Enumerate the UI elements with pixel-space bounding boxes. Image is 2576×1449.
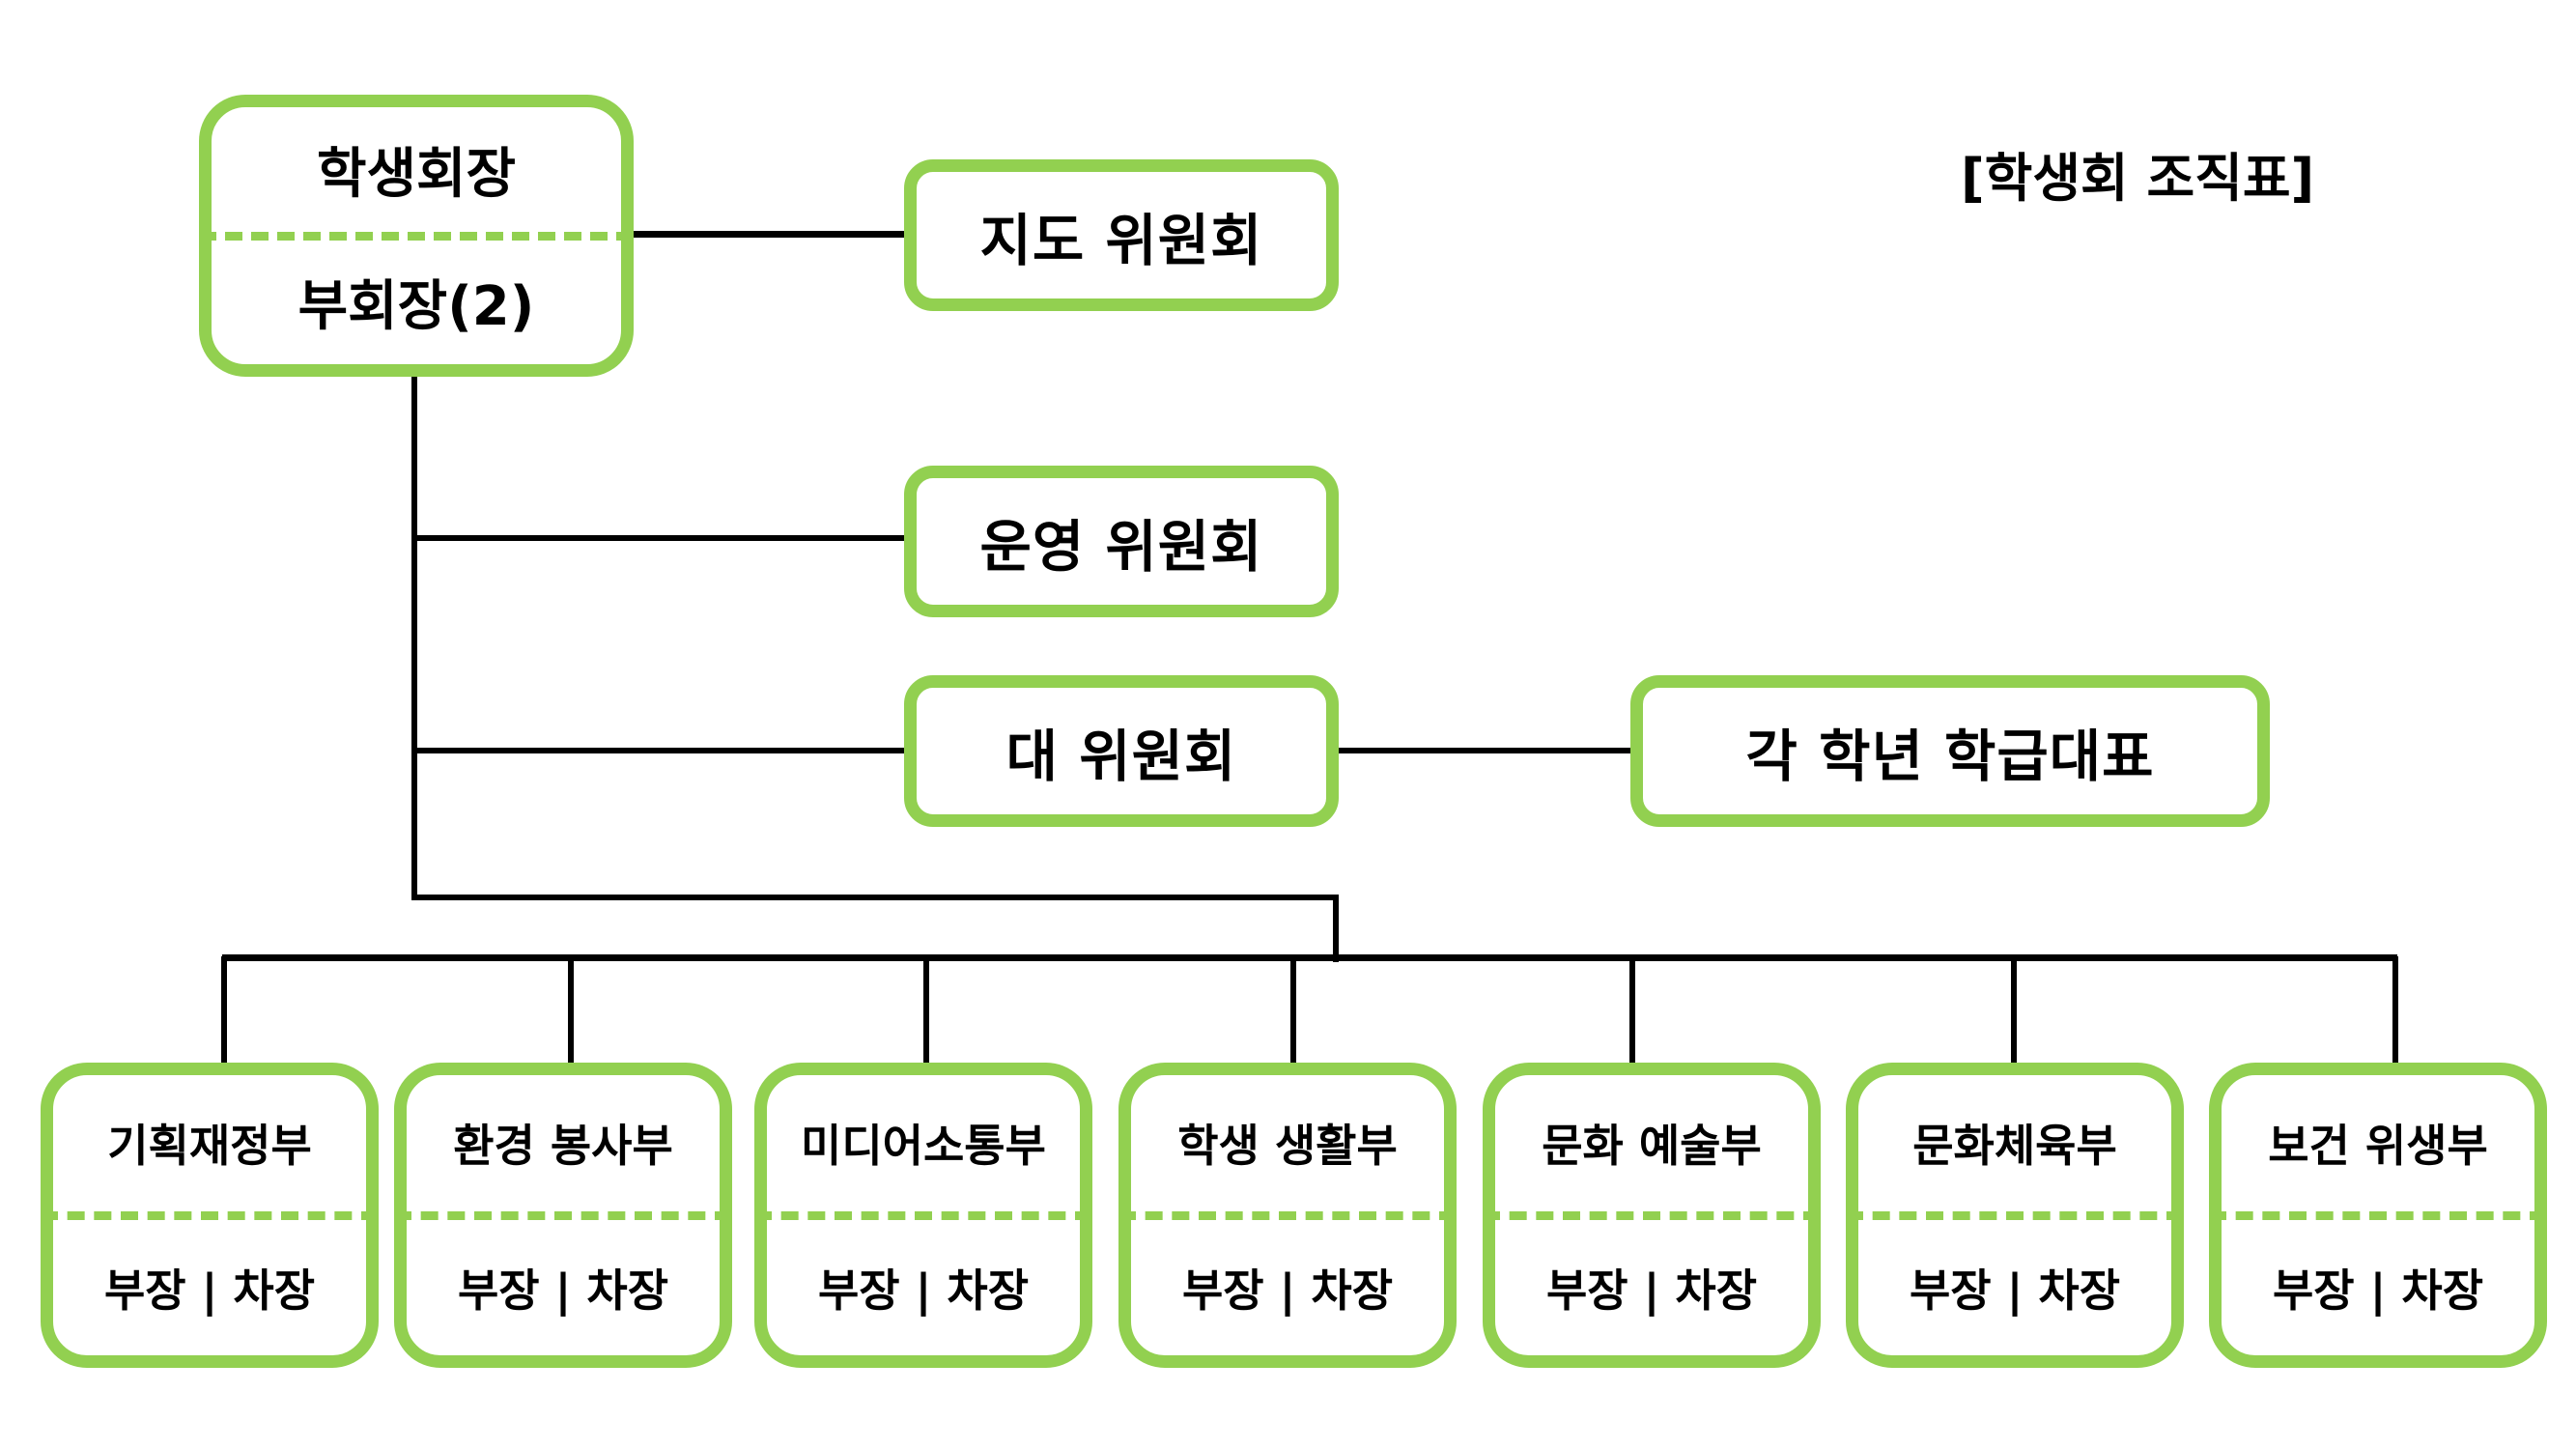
connector-grand-classreps bbox=[1336, 748, 1635, 753]
divider bbox=[199, 231, 634, 241]
connector-president-guidance bbox=[631, 231, 911, 238]
vice-president-label: 부회장(2) bbox=[297, 275, 535, 339]
department-box: 보건 위생부 부장 | 차장 bbox=[2209, 1063, 2547, 1368]
department-roles: 부장 | 차장 bbox=[1545, 1264, 1758, 1317]
connector-dept-5 bbox=[1629, 956, 1635, 1065]
committee-label: 운영 위원회 bbox=[979, 513, 1263, 580]
department-box: 문화체육부 부장 | 차장 bbox=[1846, 1063, 2184, 1368]
connector-dept-4 bbox=[1290, 956, 1296, 1065]
divider bbox=[1846, 1210, 2184, 1220]
connector-trunk bbox=[411, 375, 417, 900]
department-name: 미디어소통부 bbox=[801, 1120, 1046, 1173]
department-name: 학생 생활부 bbox=[1177, 1120, 1398, 1173]
president-label: 학생회장 bbox=[316, 142, 517, 206]
department-roles: 부장 | 차장 bbox=[103, 1264, 316, 1317]
committee-label: 대 위원회 bbox=[1005, 723, 1237, 789]
connector-trunk-bottom bbox=[411, 895, 1339, 900]
committee-label: 지도 위원회 bbox=[979, 207, 1263, 273]
department-box: 미디어소통부 부장 | 차장 bbox=[754, 1063, 1092, 1368]
divider bbox=[394, 1210, 732, 1220]
connector-dept-1 bbox=[221, 956, 227, 1065]
department-box: 환경 봉사부 부장 | 차장 bbox=[394, 1063, 732, 1368]
connector-dept-3 bbox=[923, 956, 929, 1065]
department-name: 환경 봉사부 bbox=[453, 1120, 673, 1173]
department-name: 기획재정부 bbox=[107, 1120, 312, 1173]
department-roles: 부장 | 차장 bbox=[1909, 1264, 2121, 1317]
class-reps-box: 각 학년 학급대표 bbox=[1630, 675, 2270, 827]
chart-title: [학생회 조직표] bbox=[1961, 148, 2315, 209]
connector-dept-6 bbox=[2011, 956, 2017, 1065]
department-name: 문화체육부 bbox=[1912, 1120, 2117, 1173]
divider bbox=[41, 1210, 379, 1220]
operations-committee-box: 운영 위원회 bbox=[904, 466, 1339, 617]
grand-committee-box: 대 위원회 bbox=[904, 675, 1339, 827]
connector-grand bbox=[411, 748, 910, 753]
department-name: 보건 위생부 bbox=[2268, 1120, 2488, 1173]
divider bbox=[2209, 1210, 2547, 1220]
department-roles: 부장 | 차장 bbox=[1181, 1264, 1394, 1317]
connector-dept-2 bbox=[568, 956, 574, 1065]
department-name: 문화 예술부 bbox=[1542, 1120, 1762, 1173]
divider bbox=[754, 1210, 1092, 1220]
connector-operations bbox=[411, 535, 910, 541]
department-box: 기획재정부 부장 | 차장 bbox=[41, 1063, 379, 1368]
connector-down-to-bus bbox=[1333, 895, 1339, 962]
department-roles: 부장 | 차장 bbox=[817, 1264, 1030, 1317]
department-roles: 부장 | 차장 bbox=[2272, 1264, 2484, 1317]
class-reps-label: 각 학년 학급대표 bbox=[1745, 723, 2155, 789]
department-roles: 부장 | 차장 bbox=[457, 1264, 669, 1317]
connector-department-bus bbox=[222, 954, 2397, 961]
department-box: 학생 생활부 부장 | 차장 bbox=[1118, 1063, 1457, 1368]
department-box: 문화 예술부 부장 | 차장 bbox=[1483, 1063, 1821, 1368]
guidance-committee-box: 지도 위원회 bbox=[904, 159, 1339, 311]
president-box: 학생회장 부회장(2) bbox=[199, 95, 634, 377]
divider bbox=[1118, 1210, 1457, 1220]
connector-dept-7 bbox=[2392, 956, 2398, 1065]
divider bbox=[1483, 1210, 1821, 1220]
